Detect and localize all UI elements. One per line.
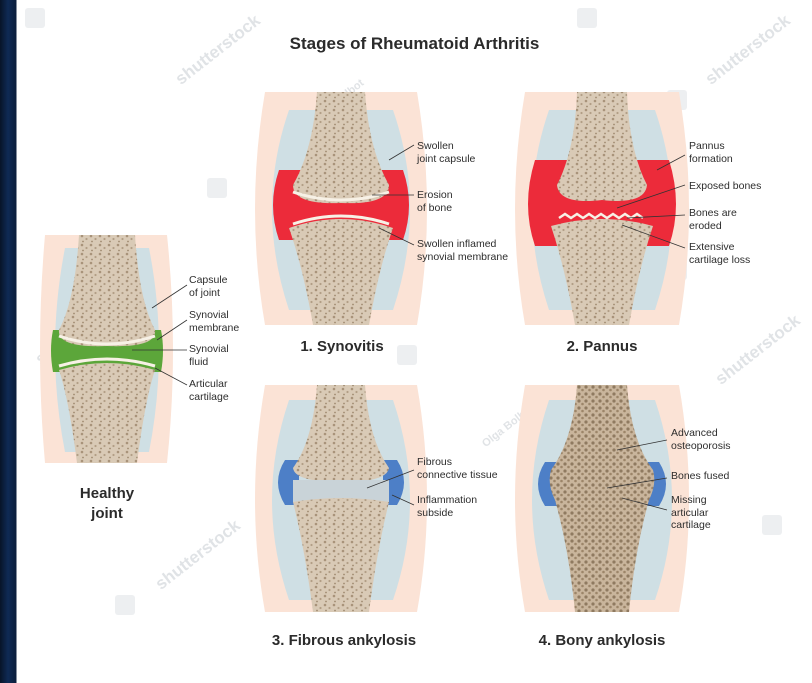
synovitis-illustration — [255, 92, 427, 325]
label-articular-cartilage: Articular cartilage — [189, 378, 229, 403]
label-exposed-bones: Exposed bones — [689, 180, 761, 193]
label-inflammation-subside: Inflammation subside — [417, 494, 477, 519]
label-swollen-joint-capsule: Swollen joint capsule — [417, 140, 475, 165]
label-bones-are-eroded: Bones are eroded — [689, 207, 737, 232]
caption-synovitis: 1. Synovitis — [267, 338, 417, 355]
label-erosion-of-bone: Erosion of bone — [417, 189, 453, 214]
pannus-illustration — [515, 92, 689, 325]
label-extensive-cartilage-loss: Extensive cartilage loss — [689, 241, 750, 266]
label-advanced-osteoporosis: Advanced osteoporosis — [671, 427, 731, 452]
diagram-canvas: shutterstock shutterstock shutterstock s… — [17, 0, 812, 683]
caption-fibrous-ankylosis: 3. Fibrous ankylosis — [239, 632, 449, 649]
label-synovial-fluid: Synovial fluid — [189, 343, 229, 368]
label-swollen-inflamed-synovial-membrane: Swollen inflamed synovial membrane — [417, 238, 508, 263]
caption-bony-ankylosis: 4. Bony ankylosis — [507, 632, 697, 649]
label-bones-fused: Bones fused — [671, 470, 729, 483]
label-pannus-formation: Pannus formation — [689, 140, 733, 165]
label-synovial-membrane: Synovial membrane — [189, 309, 239, 334]
label-missing-articular-cartilage: Missing articular cartilage — [671, 494, 711, 532]
caption-healthy-joint: Healthy joint — [57, 484, 157, 524]
fibrous-ankylosis-illustration — [255, 385, 427, 612]
bony-ankylosis-illustration — [515, 385, 689, 612]
label-fibrous-connective-tissue: Fibrous connective tissue — [417, 456, 498, 481]
healthy-joint-illustration — [40, 235, 187, 463]
label-capsule-of-joint: Capsule of joint — [189, 274, 228, 299]
caption-pannus: 2. Pannus — [527, 338, 677, 355]
